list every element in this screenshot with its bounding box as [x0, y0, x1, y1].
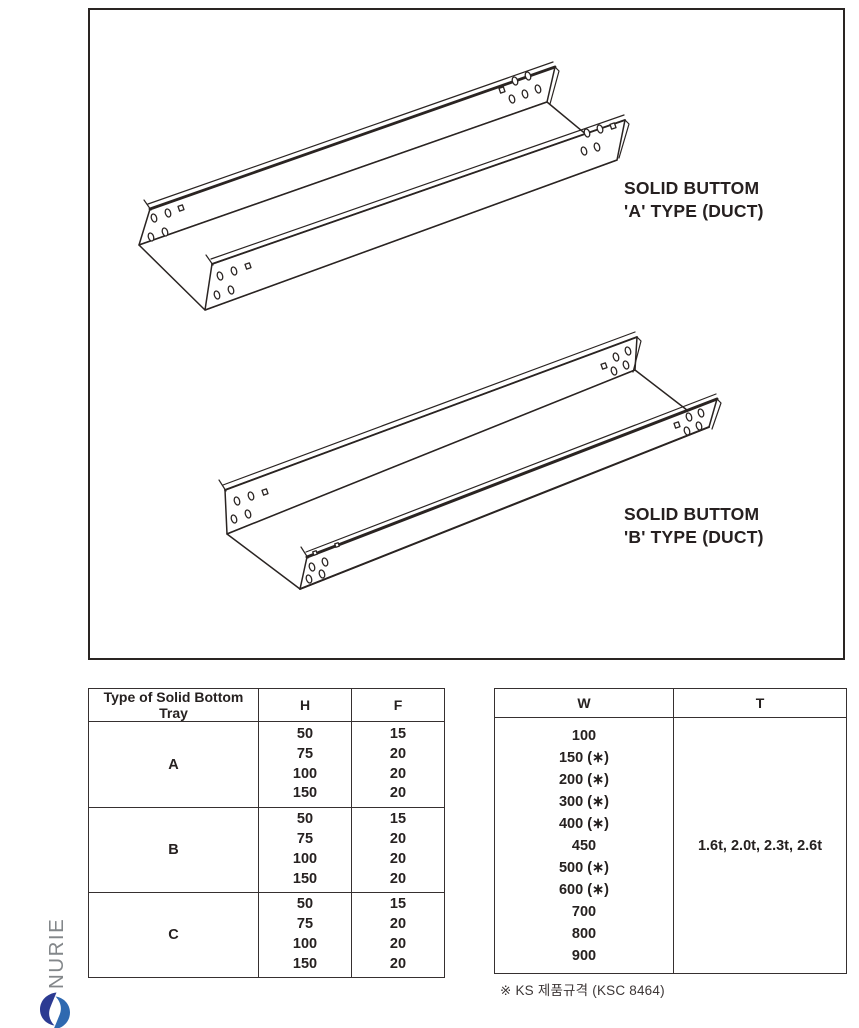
h-values-cell: 50 75 100 150	[258, 721, 352, 808]
duct-a-drawing	[138, 61, 630, 311]
duct-b-drawing	[218, 331, 722, 590]
col-header-f: F	[351, 688, 445, 722]
duct-b-label: SOLID BUTTOM 'B' TYPE (DUCT)	[624, 504, 764, 547]
table-row: B 50 75 100 150 15 20 20 20	[88, 807, 445, 893]
col-header-t: T	[673, 688, 847, 718]
duct-b-perforations	[230, 346, 705, 584]
table-row: C 50 75 100 150 15 20 20 20	[88, 892, 445, 978]
f-values-cell: 15 20 20 20	[351, 807, 445, 893]
duct-drawings	[138, 61, 722, 590]
nurie-logo-swirl-icon	[40, 992, 70, 1028]
f-values-cell: 15 20 20 20	[351, 892, 445, 978]
type-cell: A	[88, 721, 259, 808]
table-row: A 50 75 100 150 15 20 20 20	[88, 721, 445, 808]
duct-a-label: SOLID BUTTOM 'A' TYPE (DUCT)	[624, 178, 764, 221]
type-cell: C	[88, 892, 259, 978]
type-cell: B	[88, 807, 259, 893]
col-header-type: Type of Solid Bottom Tray	[88, 688, 259, 722]
h-values-cell: 50 75 100 150	[258, 892, 352, 978]
width-thickness-table: W T 100 150 (∗) 200 (∗) 300 (∗) 400 (∗) …	[494, 688, 847, 974]
f-values-cell: 15 20 20 20	[351, 721, 445, 808]
w-values-cell: 100 150 (∗) 200 (∗) 300 (∗) 400 (∗) 450 …	[494, 717, 674, 974]
table-row: 100 150 (∗) 200 (∗) 300 (∗) 400 (∗) 450 …	[494, 717, 847, 974]
duct-a-perforations	[147, 71, 617, 300]
h-values-cell: 50 75 100 150	[258, 807, 352, 893]
col-header-h: H	[258, 688, 352, 722]
tray-type-table: Type of Solid Bottom Tray H F A 50 75 10…	[88, 688, 445, 978]
brand-name-vertical: NURIE	[45, 917, 68, 989]
t-value-cell: 1.6t, 2.0t, 2.3t, 2.6t	[673, 717, 847, 974]
ks-standard-footnote: ※ KS 제품규격 (KSC 8464)	[500, 983, 665, 998]
drawing-frame: SOLID BUTTOM 'A' TYPE (DUCT) SOLID BUTTO…	[88, 8, 845, 660]
col-header-w: W	[494, 688, 674, 718]
